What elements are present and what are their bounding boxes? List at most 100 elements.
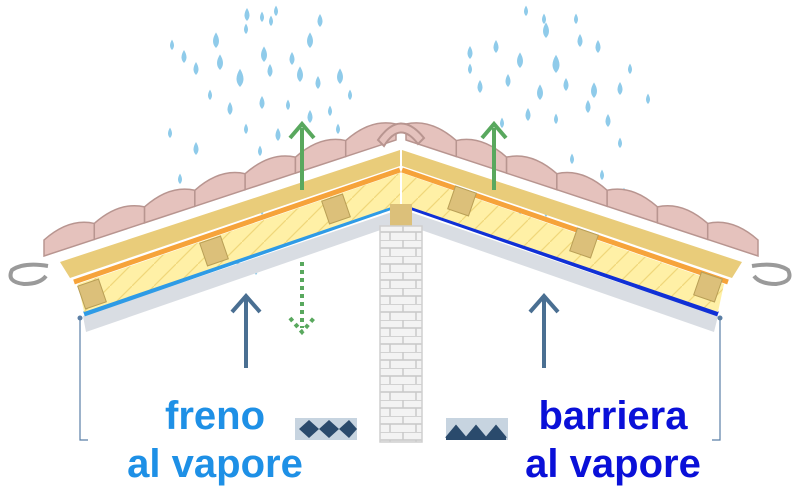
roof-tile [43, 221, 96, 258]
rain-drop-icon [595, 40, 601, 53]
rain-drop-icon [468, 63, 472, 74]
rain-drop-icon [517, 52, 523, 68]
left-breathable-membrane [73, 167, 401, 285]
left-leader-line [79, 318, 88, 441]
rafter-block [693, 271, 723, 303]
right-vapor-barrier-membrane [403, 202, 719, 317]
rain-drop-icon [217, 54, 223, 70]
rain-drop-icon [297, 66, 303, 82]
rain-drop-icon [181, 50, 187, 63]
left-roof-tiles [43, 122, 397, 258]
vapor-brake-swatch-icon [295, 418, 357, 440]
central-brick-wall [379, 225, 423, 443]
rain-drop-icon [574, 13, 578, 24]
right-leader-line [712, 318, 721, 441]
rain-drop-icon [328, 105, 332, 116]
left-batten-layer [60, 150, 400, 278]
rain-drop-icon [213, 32, 219, 48]
rain-drop-icon [227, 102, 233, 115]
left-ceiling-board [83, 210, 398, 332]
rain-drop-icon [505, 74, 511, 87]
left-gutter-icon [8, 262, 49, 287]
roof-tile [194, 171, 246, 208]
rain-drop-icon [315, 76, 321, 89]
vapor-escape-arrow-icon [480, 120, 508, 190]
vapor-barrier-label-line2: al vapore [525, 442, 701, 486]
roof-tile [706, 221, 759, 258]
left-leader-dot [77, 315, 83, 321]
roof-tile [244, 155, 297, 191]
rain-drop-icon [208, 89, 212, 100]
rain-drop-icon [543, 22, 549, 38]
rafter-block [77, 278, 107, 310]
rain-drop-icon [337, 68, 343, 84]
rain-drop-icon [244, 123, 248, 134]
rain-drop-icon [336, 123, 340, 134]
right-ceiling-board [404, 210, 718, 332]
vapor-rising-arrow-icon [528, 292, 560, 368]
rain-drop-icon [286, 99, 290, 110]
right-insulation-layer [402, 173, 724, 312]
rain-drop-icon [493, 40, 499, 53]
rain-drop-icon [260, 11, 264, 22]
rain-drop-icon [537, 84, 543, 100]
rain-drop-icon [467, 46, 473, 59]
rain-drop-icon [236, 68, 244, 87]
rain-drop-icon [570, 153, 574, 164]
roof-tile [505, 155, 558, 191]
vapor-barrier-swatch-icon [445, 418, 508, 440]
roof-tile [93, 205, 146, 241]
rafter-block [321, 193, 351, 225]
rain-drop-icon [628, 63, 632, 74]
vapor-brake-label-line1: freno [165, 394, 265, 438]
vapor-escape-arrow-icon [288, 120, 316, 190]
rain-drop-icon [500, 117, 504, 128]
rain-drop-icon [267, 64, 273, 77]
rain-drop-icon [317, 14, 323, 27]
rain-drop-icon [193, 142, 199, 155]
rain-drop-icon [525, 108, 531, 121]
rafter-block [447, 185, 477, 217]
right-leader-dot [717, 315, 723, 321]
rain-drop-icon [269, 15, 273, 26]
left-roof-slope [43, 122, 401, 332]
rain-drop-icon [274, 5, 278, 16]
rain-drop-icon [554, 113, 558, 124]
left-vapor-brake-membrane [83, 202, 399, 317]
rain-drop-icon [178, 173, 182, 184]
rain-drop-icon [193, 62, 199, 75]
rain-drop-icon [646, 93, 650, 104]
roof-tile [656, 205, 709, 241]
rafter-block [199, 235, 229, 267]
right-roof-slope [401, 122, 759, 332]
right-rafters [447, 185, 723, 303]
condensation-dotted-arrow-icon [288, 262, 316, 336]
rain-drop-icon [605, 114, 611, 127]
left-rafters [77, 193, 351, 310]
rafter-block [569, 227, 599, 259]
rain-drop-icon [477, 80, 483, 93]
roof-tile [606, 188, 659, 224]
rain-drop-icon [600, 169, 604, 180]
vapor-rising-arrow-icon [230, 292, 262, 368]
vapor-barrier-label: barriera al vapore [478, 392, 748, 488]
rain-drop-icon [244, 8, 250, 21]
rain-drop-icon [258, 145, 262, 156]
roof-tile [143, 188, 196, 224]
rain-drop-icon [244, 23, 248, 34]
ridge-cap-tile [376, 122, 426, 148]
right-gutter-icon [751, 262, 792, 287]
rain-drop-icon [348, 89, 352, 100]
ridge-beam [390, 204, 412, 228]
rain-drop-icon [307, 32, 313, 48]
right-batten-layer [402, 150, 742, 278]
rain-drop-icon [261, 46, 267, 62]
rain-drop-icon [275, 128, 281, 141]
rain-drop-icon [563, 78, 569, 91]
rain-drop-icon [168, 127, 172, 138]
rain-drop-icon [170, 39, 174, 50]
rain-drop-icon [585, 100, 591, 113]
rain-drop-icon [552, 54, 560, 73]
rain-drop-icon [577, 34, 583, 47]
